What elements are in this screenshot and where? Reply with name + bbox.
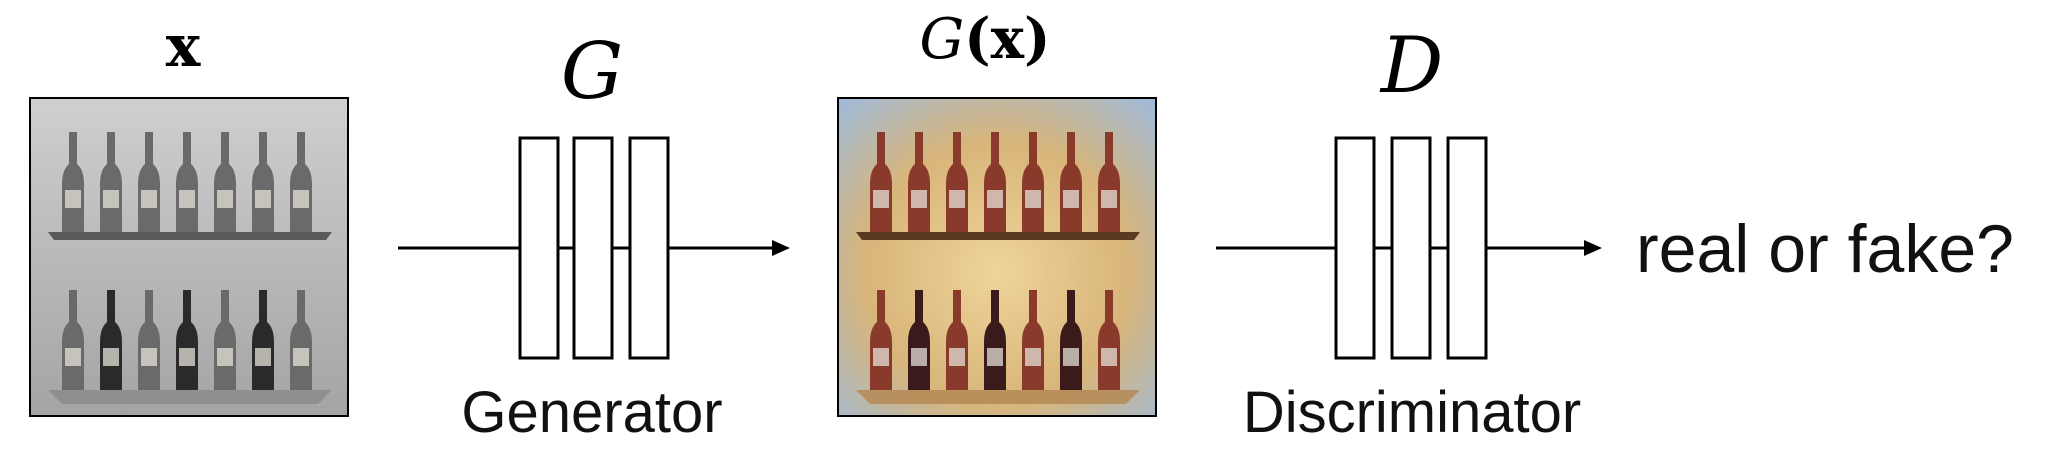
bottle-label: [1063, 190, 1079, 208]
discriminator-layer-1: [1334, 136, 1376, 360]
bottle-label: [141, 348, 157, 366]
output-symbol: G(x): [919, 6, 1050, 72]
result-text: real or fake?: [1636, 211, 2014, 287]
bottle-label: [1025, 348, 1041, 366]
output-symbol-fn: G: [919, 7, 964, 72]
bottle-label: [911, 190, 927, 208]
generator-layer-2: [572, 136, 614, 360]
discriminator-layer-3: [1446, 136, 1488, 360]
generator-label: Generator: [461, 380, 722, 445]
bottle-label: [949, 190, 965, 208]
bottle-label: [873, 348, 889, 366]
generator-symbol: G: [561, 27, 623, 117]
bottle-label: [179, 190, 195, 208]
bottle-label: [1025, 190, 1041, 208]
bottle-label: [949, 348, 965, 366]
bottle-label: [141, 190, 157, 208]
bottle-label: [987, 348, 1003, 366]
bottle-label: [987, 190, 1003, 208]
output-image: [837, 97, 1157, 417]
bottle-label: [255, 190, 271, 208]
bottle-label: [255, 348, 271, 366]
bottle-label: [179, 348, 195, 366]
bottle-label: [103, 190, 119, 208]
bottle-label: [911, 348, 927, 366]
generator-block: [518, 136, 670, 360]
bottle-label: [217, 348, 233, 366]
discriminator-block: [1334, 136, 1488, 360]
arrow-result-head: [1584, 240, 1602, 256]
generator-layer-3: [628, 136, 670, 360]
input-symbol: x: [166, 12, 201, 80]
bottle-label: [65, 190, 81, 208]
bottle-label: [293, 348, 309, 366]
bottle-label: [1101, 190, 1117, 208]
bottle-label: [103, 348, 119, 366]
arrow-generator-head: [772, 240, 790, 256]
bottle-label: [217, 190, 233, 208]
bottle-label: [65, 348, 81, 366]
output-symbol-arg: (x): [964, 6, 1050, 72]
discriminator-label: Discriminator: [1243, 380, 1581, 445]
discriminator-layer-2: [1390, 136, 1432, 360]
generator-layer-1: [518, 136, 560, 360]
discriminator-symbol: D: [1379, 21, 1444, 111]
bottle-label: [1063, 348, 1079, 366]
bottle-label: [293, 190, 309, 208]
bottle-label: [1101, 348, 1117, 366]
input-image: [29, 97, 349, 417]
bottle-label: [873, 190, 889, 208]
